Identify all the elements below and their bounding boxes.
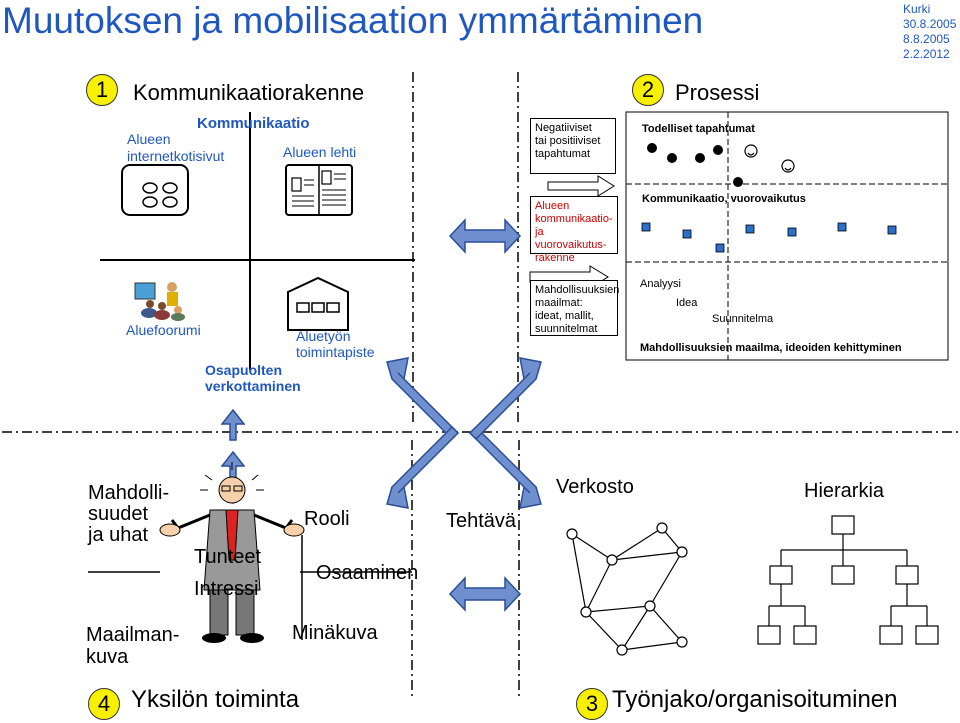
worlds-box-line: suunnitelmat: [535, 323, 598, 335]
network-label-1: Osapuolten: [205, 362, 283, 378]
events-label: Todelliset tapahtumat: [642, 123, 755, 135]
task-label: Tehtävä: [446, 510, 517, 532]
section-number-1: 1: [86, 74, 118, 106]
forum-label: Aluefoorumi: [126, 322, 201, 338]
structure-box-line: Alueen: [535, 200, 570, 212]
section-number-4: 4: [88, 688, 120, 720]
opportunities-label-3: ja uhat: [88, 524, 149, 546]
section-label-1: Kommunikaatiorakenne: [133, 80, 365, 105]
worlds-box-line: maailmat:: [535, 297, 583, 309]
page-title: Muutoksen ja mobilisaation ymmärtäminen: [2, 0, 704, 41]
structure-box-line: rakenne: [535, 252, 575, 264]
worlds-box: Mahdollisuuksien maailmat: ideat, mallit…: [530, 280, 620, 336]
world-label: Mahdollisuuksien maailma, ideoiden kehit…: [640, 342, 902, 354]
web-label-1: Alueen: [127, 131, 171, 147]
hierarchy-label: Hierarkia: [804, 480, 885, 502]
network-label: Verkosto: [556, 476, 634, 498]
worlds-box-line: ideat, mallit,: [535, 310, 594, 322]
events-box-line: Negatiiviset: [535, 122, 592, 134]
section-label-4: Yksilön toiminta: [131, 686, 300, 713]
web-label-2: internetkotisivut: [127, 148, 225, 164]
events-box-line: tapahtumat: [535, 148, 591, 160]
interest-label: Intressi: [194, 578, 259, 600]
section-label-3: Työnjako/organisoituminen: [612, 686, 898, 713]
section-number-3: 3: [576, 688, 608, 720]
section-number-2: 2: [632, 74, 664, 106]
idea-label: Idea: [676, 297, 698, 309]
worldview-label-2: kuva: [86, 646, 129, 668]
practice-label-2: toimintapiste: [296, 344, 375, 360]
feelings-label: Tunteet: [194, 546, 262, 568]
date-2: 8.8.2005: [903, 32, 950, 46]
plan-label: Suunnitelma: [712, 313, 774, 325]
section-label-2: Prosessi: [675, 80, 760, 105]
worldview-label-1: Maailman-: [86, 624, 180, 646]
role-label: Rooli: [304, 508, 350, 530]
events-box: Negatiiviset tai positiiviset tapahtumat: [530, 118, 616, 174]
structure-box-line: kommunikaatio-: [535, 213, 613, 225]
analysis-label: Analyysi: [640, 278, 681, 290]
opportunities-label-2: suudet: [88, 503, 149, 525]
selfimage-label: Minäkuva: [292, 622, 378, 644]
communication-header: Kommunikaatio: [197, 115, 310, 132]
events-box-line: tai positiiviset: [535, 135, 601, 147]
opportunities-label-1: Mahdolli-: [88, 482, 170, 504]
practice-label-1: Aluetyön: [296, 328, 351, 344]
date-1: 30.8.2005: [903, 17, 957, 31]
worlds-box-line: Mahdollisuuksien: [535, 284, 620, 296]
date-3: 2.2.2012: [903, 47, 950, 61]
learning-label: Osaaminen: [316, 562, 419, 584]
network-label-2: verkottaminen: [205, 378, 301, 394]
structure-box: Alueen kommunikaatio- ja vuorovaikutus- …: [530, 196, 618, 264]
author: Kurki: [903, 2, 931, 16]
structure-box-line: ja vuorovaikutus-: [535, 226, 607, 251]
paper-label: Alueen lehti: [283, 144, 357, 160]
interaction-label: Kommunikaatio, vuorovaikutus: [642, 193, 806, 205]
